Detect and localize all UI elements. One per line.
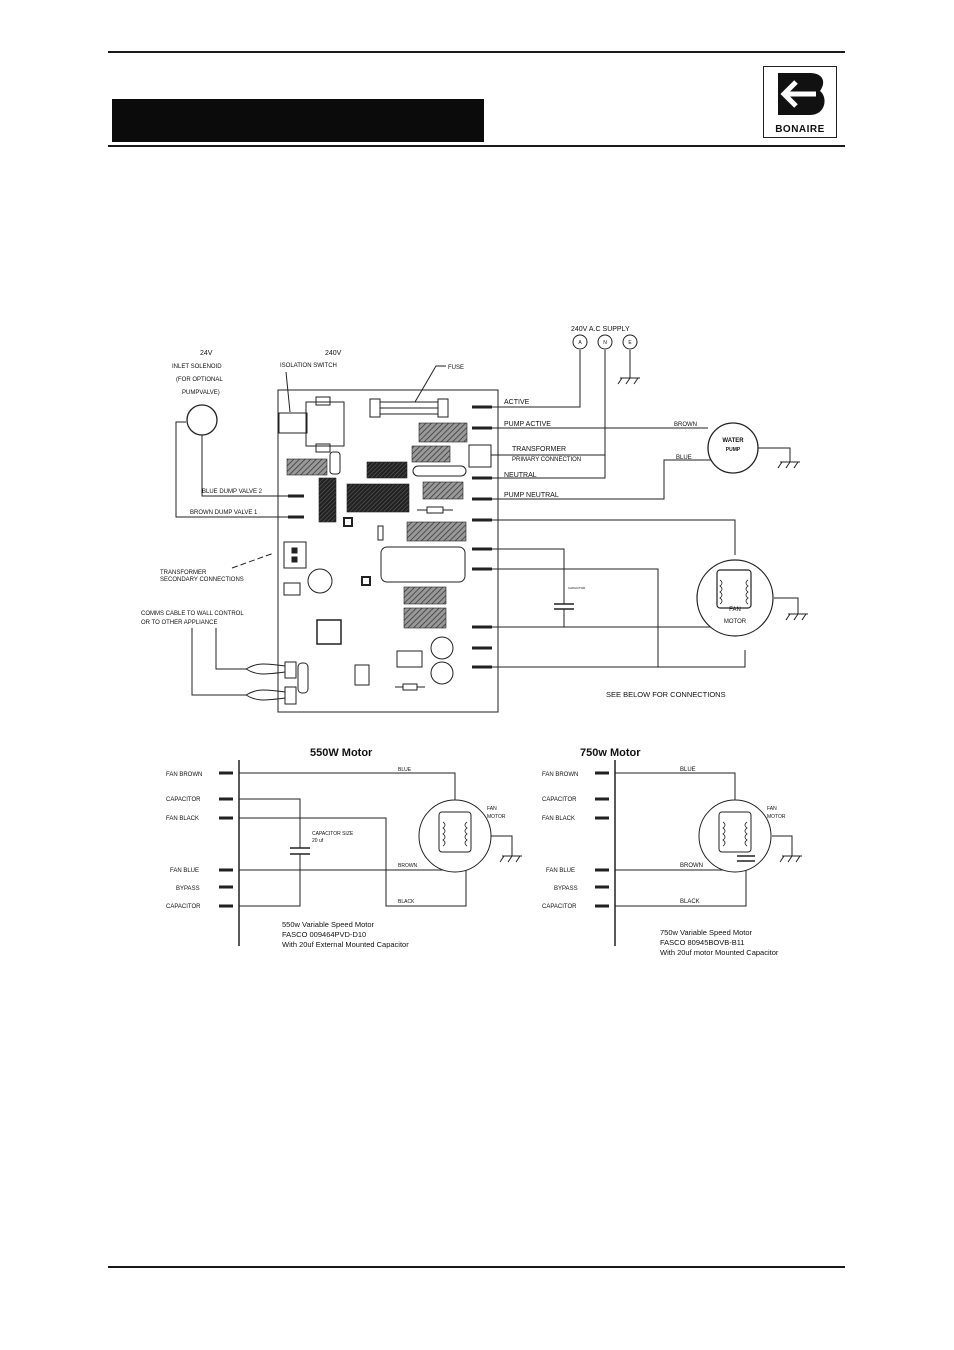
wiring: [175, 350, 746, 701]
active-label: ACTIVE: [504, 399, 530, 406]
motor-550-terminal-fan-black: FAN BLACK: [166, 816, 199, 822]
capacitor-small-label: CAPACITOR: [568, 586, 586, 590]
bonaire-logo: BONAIRE: [763, 66, 837, 138]
logo-text: BONAIRE: [775, 124, 825, 135]
fuse: [369, 398, 449, 418]
transformer-secondary-label-1: TRANSFORMER: [160, 570, 207, 576]
brown-dump-label: BROWN DUMP VALVE 1: [190, 510, 258, 516]
top-rule: [108, 51, 845, 53]
supply-terminal-e: E: [628, 340, 632, 346]
motor-550-terminal-capacitor: CAPACITOR: [166, 797, 201, 803]
motor-750-note-2: FASCO 80945BOVB-B11: [660, 938, 745, 947]
motor-750-black-label: BLACK: [680, 899, 700, 905]
transformer-secondary-label-2: SECONDARY CONNECTIONS: [160, 577, 244, 583]
see-below-note: SEE BELOW FOR CONNECTIONS: [606, 690, 726, 699]
inlet-voltage: 24V: [200, 350, 213, 357]
motor-750-brown-label: BROWN: [680, 863, 703, 869]
neutral-label: NEUTRAL: [504, 472, 537, 479]
inlet-label-3: PUMPVALVE): [182, 390, 220, 396]
motor-550-brown-label: BROWN: [398, 863, 418, 869]
motor-750-blue-label: BLUE: [680, 767, 696, 773]
comms-label-2: OR TO OTHER APPLIANCE: [141, 620, 217, 626]
motor-550-note-1: 550w Variable Speed Motor: [282, 920, 375, 929]
water-pump-label-1: WATER: [722, 438, 744, 444]
switch-label: ISOLATION SWITCH: [280, 363, 337, 369]
fan-motor-symbol: [696, 559, 774, 637]
fan-motor-label-1: FAN: [729, 607, 741, 613]
section-title-bar: [112, 99, 484, 142]
motor-550-cap-size-1: CAPACITOR SIZE: [312, 831, 354, 837]
motor-750-fan-label: FAN: [767, 806, 777, 812]
motor-750-terminal-capacitor: CAPACITOR: [542, 797, 577, 803]
brown-wire-label: BROWN: [674, 422, 697, 428]
motor-750-note-1: 750w Variable Speed Motor: [660, 928, 753, 937]
motor-550-terminal-fan-blue: FAN BLUE: [170, 868, 199, 874]
motor-550-note-3: With 20uf External Mounted Capacitor: [282, 940, 409, 949]
supply-terminal-n: N: [603, 340, 607, 346]
transformer-primary-label-2: PRIMARY CONNECTION: [512, 457, 581, 463]
motor-750-terminal-bypass: BYPASS: [554, 886, 578, 892]
inlet-label-2: (FOR OPTIONAL: [176, 377, 223, 383]
transformer-primary-label-1: TRANSFORMER: [512, 446, 566, 453]
motor-750-terminal-fan-brown: FAN BROWN: [542, 772, 578, 778]
supply-label: 240V A.C SUPPLY: [571, 326, 630, 333]
control-board: [277, 389, 499, 713]
blue-dump-label: BLUE DUMP VALVE 2: [202, 489, 263, 495]
motor-750-terminal-fan-black: FAN BLACK: [542, 816, 575, 822]
supply-terminal-a: A: [578, 340, 582, 346]
blue-wire-label: BLUE: [676, 455, 692, 461]
water-pump-symbol: [707, 422, 759, 474]
motor-750-terminal-capacitor-2: CAPACITOR: [542, 904, 577, 910]
board-relays: [286, 422, 468, 629]
inlet-solenoid-symbol: [186, 404, 218, 436]
isolation-switch: [278, 396, 345, 453]
earth-symbols: [491, 377, 808, 863]
motor-550-title: 550W Motor: [310, 747, 373, 759]
motor-550-terminal-capacitor-2: CAPACITOR: [166, 904, 201, 910]
header-bottom-rule: [108, 145, 845, 147]
motor-550-schematic: [219, 760, 492, 946]
board-terminals-right: [472, 405, 492, 669]
motor-750-motor-label: MOTOR: [767, 814, 786, 820]
motor-750-terminal-fan-blue: FAN BLUE: [546, 868, 575, 874]
motor-550-cap-size-2: 20 uf: [312, 838, 324, 844]
pump-neutral-label: PUMP NEUTRAL: [504, 492, 559, 499]
supply-terminals: [572, 334, 638, 350]
motor-750-note-3: With 20uf motor Mounted Capacitor: [660, 948, 779, 957]
motor-750-schematic: [595, 760, 772, 946]
inlet-label-1: INLET SOLENOID: [172, 364, 222, 370]
fan-motor-label-2: MOTOR: [724, 619, 747, 625]
water-pump-label-2: PUMP: [726, 447, 741, 453]
fuse-label: FUSE: [448, 365, 464, 371]
switch-voltage: 240V: [325, 350, 342, 357]
motor-550-motor-label: MOTOR: [487, 814, 506, 820]
motor-550-terminal-fan-brown: FAN BROWN: [166, 772, 202, 778]
pump-active-label: PUMP ACTIVE: [504, 421, 551, 428]
motor-550-fan-label: FAN: [487, 806, 497, 812]
motor-750-title: 750w Motor: [580, 747, 641, 759]
motor-550-terminal-bypass: BYPASS: [176, 886, 200, 892]
motor-550-blue-label: BLUE: [398, 767, 412, 773]
comms-label-1: COMMS CABLE TO WALL CONTROL: [141, 611, 244, 617]
footer-rule: [108, 1266, 845, 1268]
motor-550-black-label: BLACK: [398, 899, 415, 905]
motor-550-note-2: FASCO 009464PVD-D10: [282, 930, 366, 939]
